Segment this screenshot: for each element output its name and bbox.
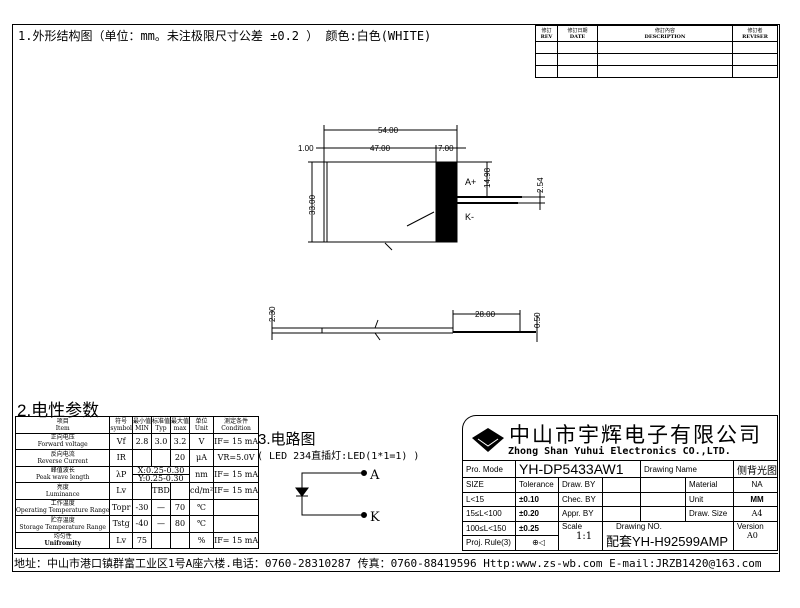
dim-lead-offset: 14.98 [483, 167, 492, 188]
dim-lead-length: 28.00 [475, 310, 496, 319]
section-3-title: 3.电路图 [258, 431, 316, 448]
footer-contact: 地址：中山市港口镇群富工业区1号A座六楼.电话：0760-28310287 传真… [14, 553, 778, 573]
company-name-cn: 中山市宇辉电子有限公司 [509, 423, 762, 447]
circuit-cathode: K [370, 510, 380, 525]
title-block-header: 中山市宇辉电子有限公司 Zhong Shan Yuhui Electronics… [462, 415, 778, 460]
company-logo-icon [472, 428, 504, 452]
anode-label: A+ [465, 177, 476, 187]
drawing-frame [12, 24, 780, 572]
dim-active: 47.00 [370, 144, 391, 153]
section-2-title: 2.电性参数 [17, 401, 100, 420]
dim-left-margin: 1.00 [298, 144, 314, 153]
projection-symbol-icon: ⊕◁ [515, 535, 559, 551]
dim-thickness: 2.30 [268, 306, 277, 322]
section-1-title: 1.外形结构图（单位：mm。未注极限尺寸公差 ±0.2 ） 颜色:白色(WHIT… [18, 29, 432, 43]
circuit-diagram [295, 470, 367, 518]
dim-pitch: 2.54 [536, 177, 545, 193]
led-band [435, 161, 458, 243]
dim-height: 33.00 [308, 194, 317, 215]
dim-lead-thickness: 0.50 [533, 312, 542, 328]
company-name-en: Zhong Shan Yuhui Electronics CO.,LTD. [508, 446, 731, 457]
circuit-anode: A [369, 468, 380, 483]
circuit-subtitle: ( LED 234直插灯:LED(1*1=1) ) [257, 451, 420, 462]
cathode-label: K- [465, 212, 474, 222]
dim-led-band: 7.00 [438, 144, 454, 153]
dim-width: 54.00 [378, 126, 399, 135]
